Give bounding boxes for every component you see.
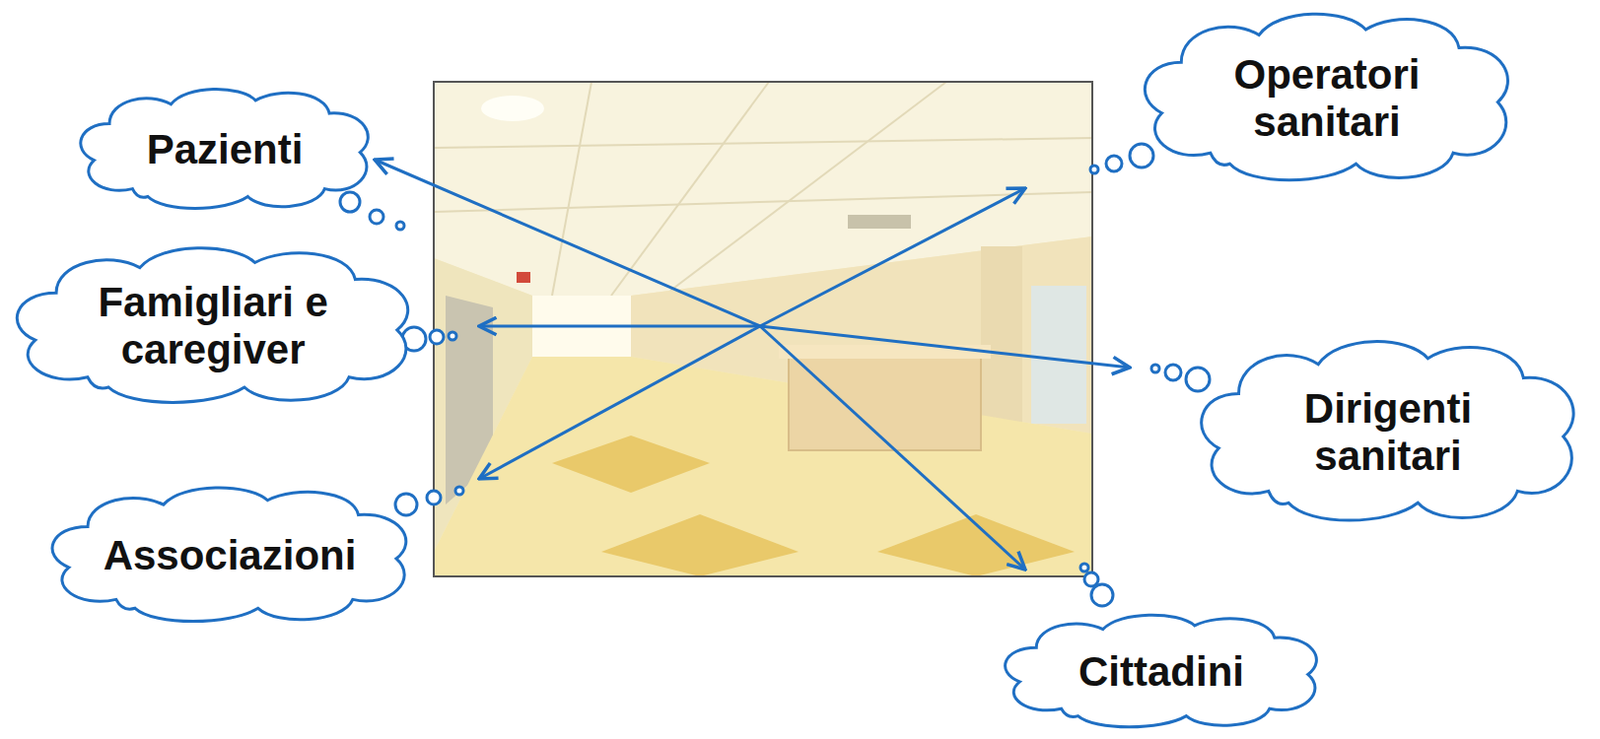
cloud-label: Famigliari e caregiver [69,278,356,375]
thought-bubble [1090,165,1099,174]
cloud-text-block: Dirigenti sanitari [1264,385,1512,482]
floor-pattern [552,435,710,493]
ceiling-tile-line [433,138,1093,148]
thought-bubble [340,192,360,212]
cloud-node: Famigliari e caregiver [3,242,422,412]
cloud-text-block: Associazioni [103,532,357,580]
cloud-node: Cittadini [994,611,1328,734]
photo-window [1031,285,1087,424]
thought-bubble [395,493,418,516]
pointer-arrow [760,326,1130,368]
thought-bubble [1106,155,1122,172]
photo-reception-desk [788,356,981,451]
cloud-node: Dirigenti sanitari [1188,335,1588,531]
pointer-arrow [374,159,761,327]
cloud-shape [80,88,368,209]
ceiling-tile-line [552,81,592,296]
photo-exit-sign [516,272,531,283]
cloud-label: Cittadini [1078,648,1245,696]
corridor-photo [433,81,1093,577]
cloud-shape [1005,615,1318,728]
cloud-shape [1144,13,1508,181]
pointer-arrow [760,188,1026,327]
thought-bubble [426,490,441,505]
cloud-node: Associazioni [40,483,419,629]
thought-bubble [396,221,405,230]
photo-floor [433,356,1093,577]
thought-bubble [1091,584,1114,607]
photo-ground [433,81,1093,577]
thought-bubble [448,332,457,341]
arrows [374,159,1130,570]
cloud-shape [16,247,408,403]
thought-bubble [1165,364,1182,381]
ceiling-vent [847,214,911,229]
cloud-label: Dirigenti sanitari [1264,385,1512,482]
cloud-text-block: Cittadini [1078,648,1245,696]
cloud-label: Associazioni [103,532,357,580]
pointer-arrow [479,325,761,329]
floor-pattern [601,514,799,577]
cloud-node: Operatori sanitari [1132,7,1522,190]
cloud-shape [52,487,407,623]
cloud-shape [1201,342,1574,521]
thought-bubble [1084,572,1099,587]
ceiling-tile-line [670,81,947,291]
cloud-node: Pazienti [70,84,379,215]
ceiling-tile-line [433,192,1093,212]
thought-bubble [1151,364,1160,373]
cloud-text-block: Pazienti [146,126,304,174]
thought-bubble [369,209,384,224]
cloud-label: Operatori sanitari [1203,51,1451,147]
cloud-text-block: Famigliari e caregiver [69,278,356,375]
ceiling-tile-line [611,81,769,296]
cloud-label: Pazienti [146,126,304,174]
thought-bubble [1129,143,1154,168]
thought-bubble [429,330,444,345]
pointer-arrow [760,326,1026,570]
thought-bubble [1185,367,1210,392]
pointer-arrow [479,326,761,480]
thought-bubble [455,486,464,495]
cloud-text-block: Operatori sanitari [1203,51,1451,147]
photo-frame [433,81,1093,577]
thought-bubble [1080,563,1089,572]
thought-bubbles [340,143,1210,607]
ceiling-light [481,95,545,122]
